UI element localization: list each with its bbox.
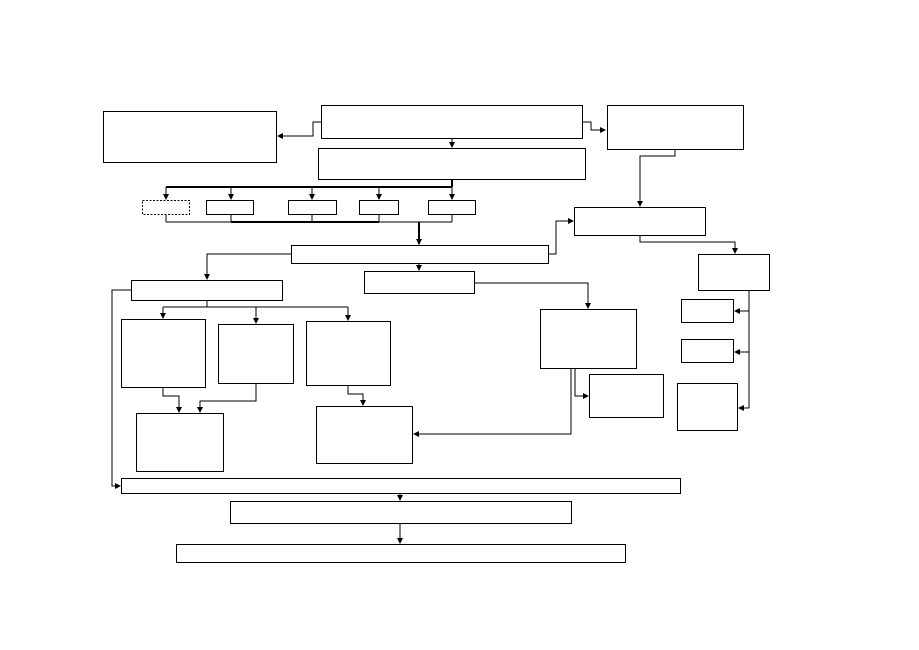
connector-arrow [474,282,591,309]
connector-arrow [197,383,257,413]
merge-box [291,245,549,264]
center-small-box [364,271,475,294]
top-left-box [103,111,277,163]
connector-arrow [111,289,131,489]
wide-box-2 [230,501,572,524]
connector-arrow [639,235,738,254]
right-center-sub-box [589,374,664,418]
left-sub-box-2 [218,324,294,384]
branch-box-1 [142,200,190,215]
left-sub-box-1 [121,319,206,388]
branch-box-5 [428,200,476,215]
top-right-box [607,105,744,150]
left-sub-box-3 [306,321,391,386]
branch-box-2 [206,200,254,215]
connector-arrow [548,218,574,255]
branch-box-4 [359,200,399,215]
second-center-box [318,148,586,180]
connector-arrow [347,385,366,406]
wide-box-1 [121,478,681,494]
connector-arrow [582,121,606,133]
far-right-small-3 [677,383,738,431]
connectors [111,121,750,544]
right-mid-box [574,207,706,236]
connector-arrow [413,368,572,437]
top-center-box [321,105,583,139]
center-bottom-box [316,406,413,464]
left-bottom-box [136,413,224,472]
connector-arrow [637,149,676,207]
far-right-small-2 [681,339,734,363]
process-boxes [103,105,770,563]
wide-box-3 [176,544,626,563]
connector-arrow [277,121,321,139]
branch-box-3 [288,200,337,215]
far-right-small-1 [681,299,734,323]
right-center-box [540,309,637,369]
left-header-box [131,280,283,301]
far-right-box [698,254,770,291]
connector-arrow [204,253,291,280]
connector-arrow [574,368,589,399]
connector-arrow [162,387,182,413]
